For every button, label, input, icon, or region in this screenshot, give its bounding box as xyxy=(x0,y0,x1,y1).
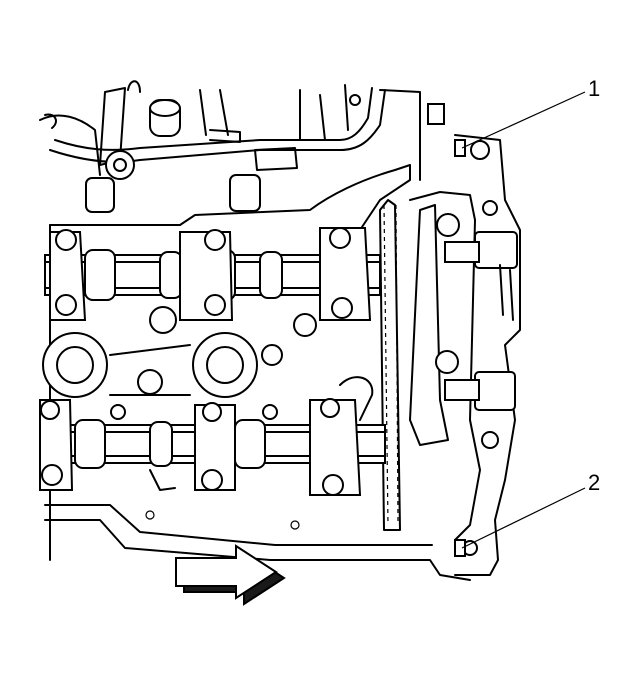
timing-cover xyxy=(409,134,521,576)
cylinder-head-outline xyxy=(44,164,471,581)
timing-chain xyxy=(379,199,401,531)
upper-camshaft xyxy=(44,227,381,337)
callout-label-1: 1 xyxy=(588,76,600,101)
lower-camshaft xyxy=(39,398,386,496)
callout-label-2: 2 xyxy=(588,470,600,495)
callout-1-leader xyxy=(461,91,586,149)
direction-arrow xyxy=(175,544,286,606)
callout-2-leader xyxy=(461,487,586,549)
spark-plug-bores xyxy=(42,332,374,421)
fuel-rail-pipes xyxy=(39,80,445,213)
